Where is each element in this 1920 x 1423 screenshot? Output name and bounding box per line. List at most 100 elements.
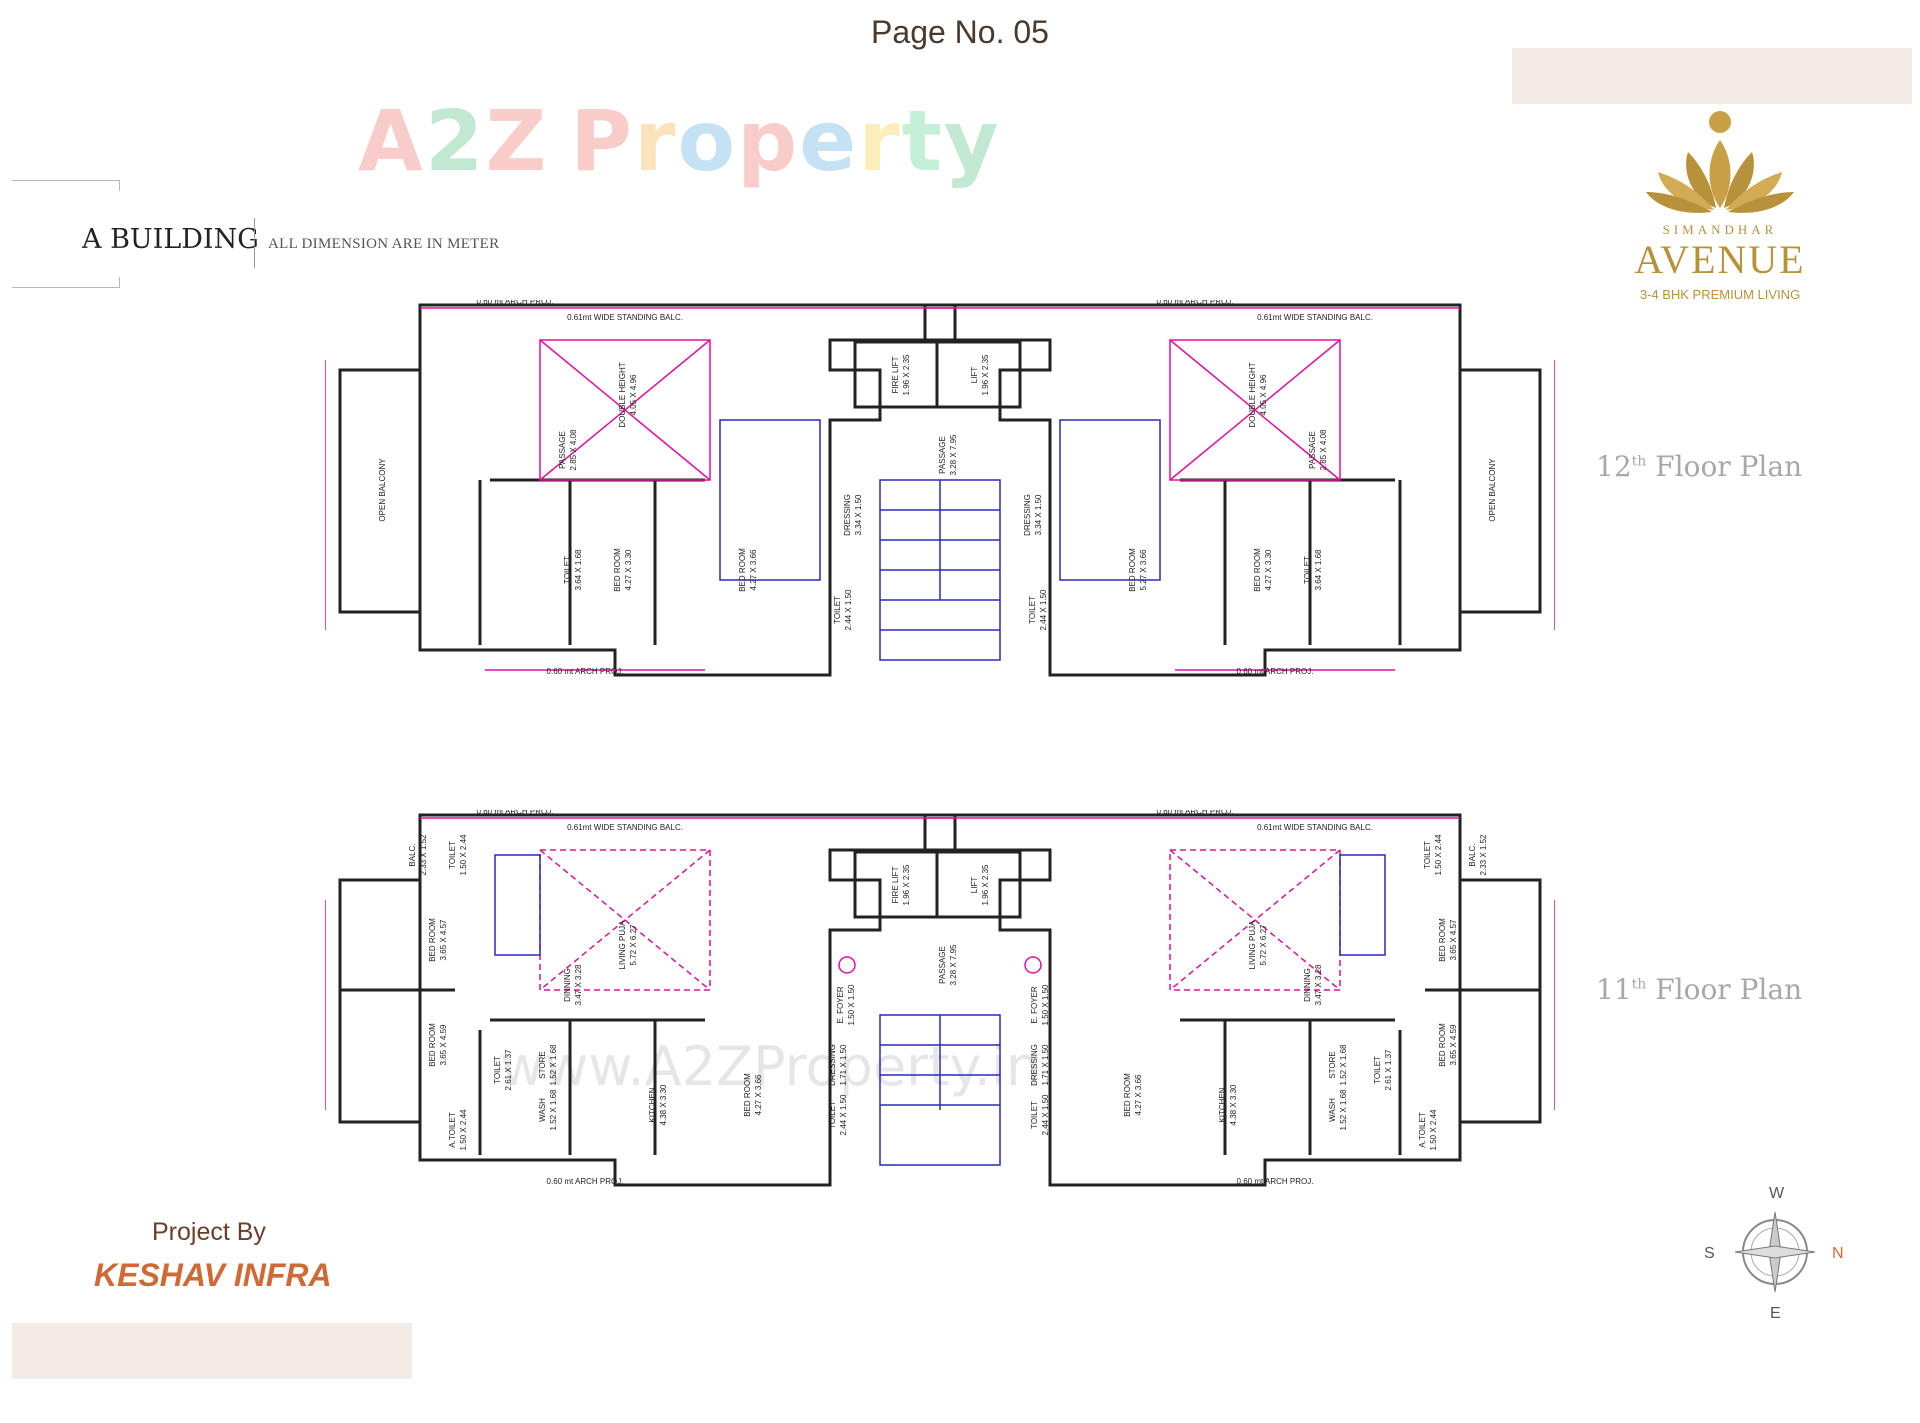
watermark-letter: e: [799, 92, 859, 190]
brand-name: AVENUE: [1634, 237, 1806, 282]
footer-band: [12, 1323, 412, 1379]
watermark-letter: y: [943, 92, 1001, 190]
compass-n: N: [1832, 1245, 1844, 1262]
watermark-letter: [548, 92, 570, 190]
projection-note: 0.60 mt ARCH PROJ.: [547, 667, 624, 676]
room-label: BALC.2.33 X 1.52: [1468, 834, 1488, 875]
projection-note: 0.60 mt ARCH PROJ.: [1157, 810, 1234, 816]
watermark-letter: r: [858, 92, 902, 190]
building-title: A BUILDING: [82, 224, 259, 255]
projection-note: 0.60 mt ARCH PROJ.: [1237, 1177, 1314, 1186]
compass-w: W: [1769, 1185, 1785, 1202]
room-label: OPEN BALCONY: [378, 458, 387, 522]
brand-small-text: SIMANDHAR: [1662, 222, 1778, 237]
developer-name: KESHAV INFRA: [94, 1257, 332, 1293]
projection-note: 0.60 mt ARCH PROJ.: [477, 810, 554, 816]
compass-s: S: [1704, 1245, 1715, 1262]
plan-blue-lines: [494, 854, 1386, 1166]
project-by-label: Project By: [152, 1218, 266, 1246]
projection-note: 0.60 mt ARCH PROJ.: [1157, 300, 1234, 306]
room-label: OPEN BALCONY: [1488, 458, 1497, 522]
floor-label-12: 12th Floor Plan: [1596, 450, 1803, 483]
watermark-letter: o: [677, 92, 738, 190]
header-band: [1512, 48, 1912, 104]
plan-magenta-lines: [325, 307, 1555, 671]
plan-magenta-lines: [325, 817, 1555, 1110]
projection-note: 0.60 mt ARCH PROJ.: [1237, 667, 1314, 676]
page-number: Page No. 05: [871, 14, 1049, 50]
watermark-letter: r: [633, 92, 678, 190]
watermark-letter: A: [358, 92, 426, 190]
plan-blue-lines: [719, 419, 1161, 661]
watermark-letter: p: [737, 92, 800, 190]
projection-note: 0.61mt WIDE STANDING BALC.: [567, 313, 683, 322]
room-label: BALC.2.33 X 1.52: [408, 834, 428, 875]
header-divider: [254, 218, 255, 268]
watermark-letter: Z: [485, 92, 549, 190]
projection-note: 0.61mt WIDE STANDING BALC.: [1257, 313, 1373, 322]
compass-rose-icon: W S N E: [1704, 1185, 1844, 1320]
floor-label-11: 11th Floor Plan: [1596, 973, 1803, 1006]
projection-note: 0.60 mt ARCH PROJ.: [547, 1177, 624, 1186]
projection-note: 0.61mt WIDE STANDING BALC.: [1257, 823, 1373, 832]
header-frame: [12, 180, 120, 288]
projection-note: 0.60 mt ARCH PROJ.: [477, 300, 554, 306]
lotus-logo-icon: [1646, 111, 1794, 213]
watermark-letter: 2: [425, 92, 486, 190]
plan-walls: [338, 813, 1542, 1187]
dimension-note: ALL DIMENSION ARE IN METER: [268, 236, 500, 252]
watermark-letter: t: [901, 92, 944, 190]
watermark-letter: P: [570, 92, 634, 190]
projection-note: 0.61mt WIDE STANDING BALC.: [567, 823, 683, 832]
brand-tagline: 3-4 BHK PREMIUM LIVING: [1639, 287, 1801, 302]
